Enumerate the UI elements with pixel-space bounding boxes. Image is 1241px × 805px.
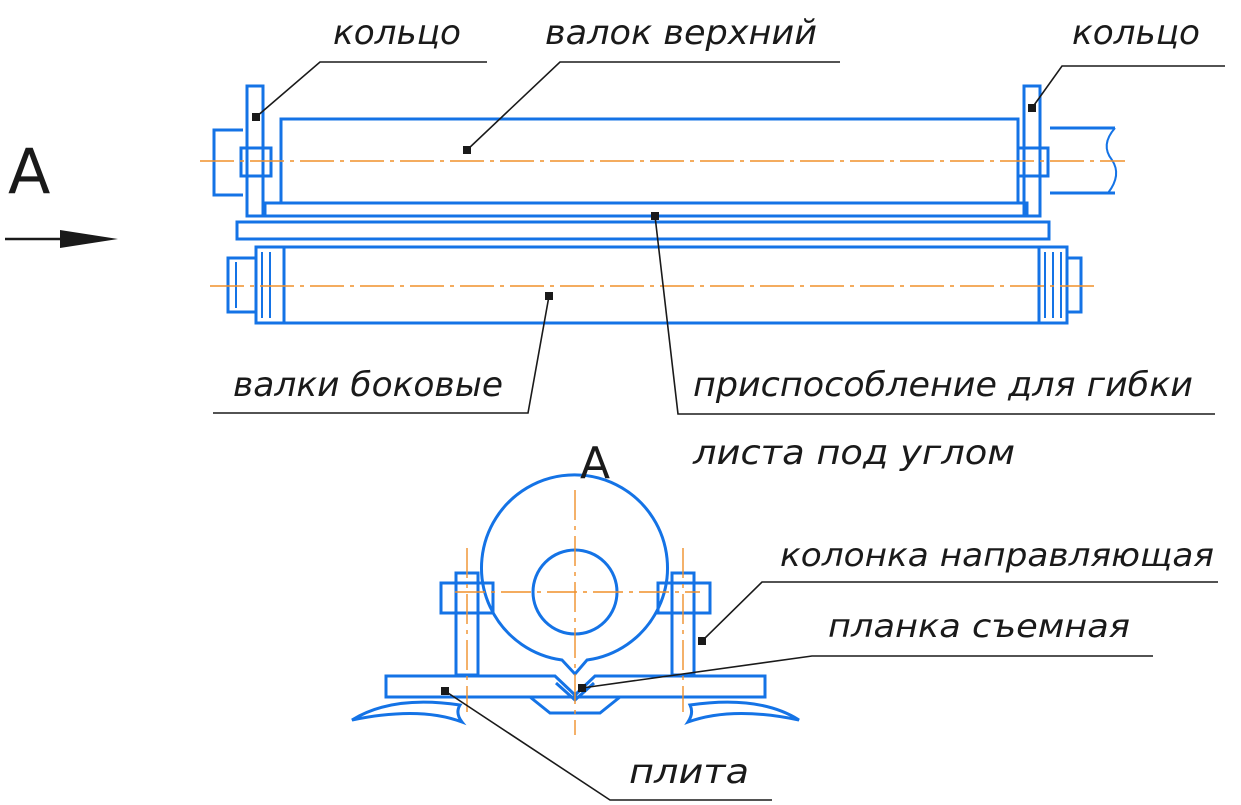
left-cap-detail [235,252,271,318]
label-side-rollers: валки боковые [233,365,503,405]
right-shaft-break [1105,127,1118,194]
side-roller-left-cap-outer [226,256,258,314]
bending-device-base [235,220,1051,241]
arrow-right-icon [5,230,118,248]
label-roller-top: валок верхний [545,13,817,53]
section-letter: А [580,438,610,489]
label-guide-column: колонка направляющая [780,536,1214,574]
top-view [212,84,1118,325]
leader-side-rollers [213,295,550,414]
ring-left-shape [245,84,265,218]
leader-roller-top [466,61,840,151]
side-roller [282,245,1041,325]
leader-guide-column [701,581,1218,642]
label-bending-device-line1: приспособление для гибки [693,365,1193,405]
ring-right-shape [1022,84,1042,218]
top-view-axes [200,160,1125,287]
right-cap-detail [1044,252,1062,318]
right-shaft-stub [1050,126,1115,195]
label-ring-left: кольцо [333,13,461,53]
ring-left-hub [239,146,273,178]
side-roller-right-cap-outer [1065,256,1083,314]
leader-bending-device [654,215,1215,415]
leader-removable-strip [581,655,1153,689]
support-right [684,700,800,725]
support-left [351,700,467,726]
label-plate: плита [629,752,749,792]
leader-ring-right [1031,65,1225,109]
guide-column-right-block [656,581,712,615]
label-removable-strip: планка съемная [828,607,1130,645]
left-shaft-stub [212,128,243,197]
labels: кольцо валок верхний кольцо валки боковы… [233,13,1214,792]
label-ring-right: кольцо [1072,13,1200,53]
view-letter: А [8,135,50,208]
leader-ring-left [255,61,487,118]
section-axes [455,490,700,735]
view-marker: А [5,135,118,248]
leader-lines [213,61,1225,801]
leader-plate [444,690,772,801]
plate-shape [384,674,767,699]
roller-body [480,473,669,677]
bending-device-bar [263,201,1029,218]
label-bending-device-line2: листа под углом [692,433,1015,473]
